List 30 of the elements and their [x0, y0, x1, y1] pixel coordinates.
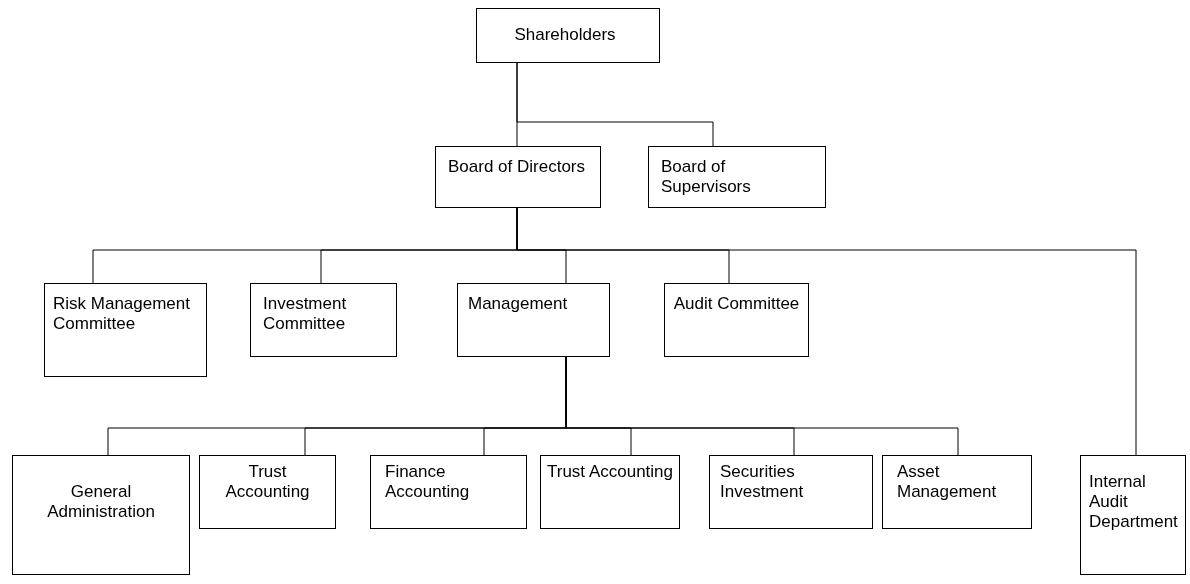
box-label: Investment Committee [263, 294, 348, 334]
org-box [709, 455, 873, 529]
box-label: Securities Investment [720, 462, 805, 502]
org-box [435, 146, 601, 208]
org-box [12, 455, 190, 575]
box-label: Risk Management Committee [53, 294, 191, 334]
box-label: Finance Accounting [385, 462, 471, 502]
box-label: Shareholders [513, 25, 617, 45]
org-box [1080, 455, 1186, 575]
box-label: Trust Accounting [224, 462, 311, 502]
box-label: General Administration [46, 482, 156, 522]
org-box [648, 146, 826, 208]
box-label: Audit Committee [672, 294, 801, 314]
box-label: Asset Management [897, 462, 998, 502]
org-box [457, 283, 610, 357]
box-label: Internal Audit Department [1089, 472, 1179, 532]
org-box [882, 455, 1032, 529]
org-box [250, 283, 397, 357]
org-box [44, 283, 207, 377]
box-label: Board of Directors [448, 157, 586, 177]
org-box [476, 8, 660, 63]
box-label: Board of Supervisors [661, 157, 752, 197]
box-label: Management [468, 294, 569, 314]
box-label: Trust Accounting [547, 462, 673, 482]
org-box [664, 283, 809, 357]
connector-line [516, 62, 714, 147]
org-box [540, 455, 680, 529]
connector-line [516, 207, 1137, 456]
org-box [370, 455, 527, 529]
org-box [199, 455, 336, 529]
